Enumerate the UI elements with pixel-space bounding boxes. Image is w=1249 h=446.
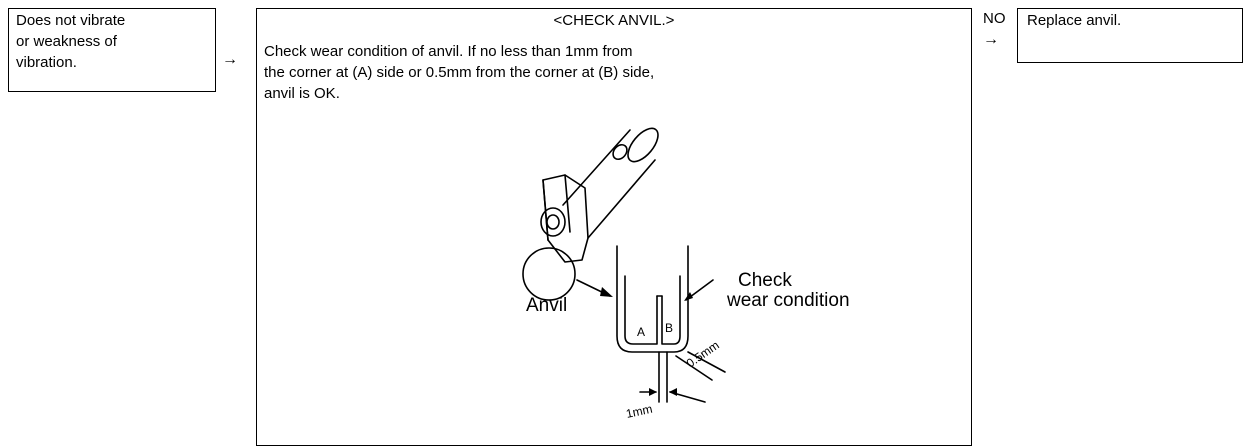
anvil-circle-icon <box>522 247 576 301</box>
no-branch-label: NO <box>983 10 1006 27</box>
shaft-end-icon <box>627 127 659 163</box>
anvil-arrowhead-icon <box>600 287 613 297</box>
condition-line-2: or weakness of <box>16 33 117 50</box>
condition-line-1: Does not vibrate <box>16 12 126 29</box>
result-box: Replace anvil. <box>1017 8 1243 63</box>
figure-label-b: B <box>665 321 673 335</box>
figure-dim-1mm: 1mm <box>625 402 654 421</box>
shaft-bottom-edge-icon <box>587 159 656 239</box>
anvil-detail-outline-icon <box>616 245 689 353</box>
figure-label-wear-condition: wear condition <box>726 290 850 311</box>
no-branch-arrow-icon: → <box>983 31 999 48</box>
check-instructions: Check wear condition of anvil. If no les… <box>264 41 824 104</box>
check-anvil-box: <CHECK ANVIL.> Check wear condition of a… <box>256 8 972 446</box>
condition-line-3: vibration. <box>16 54 77 71</box>
result-text: Replace anvil. <box>1027 12 1122 29</box>
figure-label-anvil: Anvil <box>526 295 567 316</box>
figure-label-a: A <box>637 325 645 339</box>
hammer-head-icon <box>542 174 589 263</box>
check-arrowhead-icon <box>684 292 693 301</box>
check-title: <CHECK ANVIL.> <box>553 12 675 29</box>
condition-box: Does not vibrate or weakness of vibratio… <box>8 8 216 92</box>
check-line-1: Check wear condition of anvil. If no les… <box>264 43 633 60</box>
shaft-top-edge-icon <box>562 129 631 206</box>
figure-label-check: Check <box>738 270 792 291</box>
shaft-hole-icon <box>612 143 628 161</box>
check-line-3: anvil is OK. <box>264 85 340 102</box>
hammer-ring-icon <box>540 207 566 237</box>
figure-dim-05mm: 0.5mm <box>684 338 722 371</box>
dim-05mm-line-icon <box>687 351 726 373</box>
flow-arrow-right-icon: → <box>222 51 238 68</box>
check-line-2: the corner at (A) side or 0.5mm from the… <box>264 64 655 81</box>
